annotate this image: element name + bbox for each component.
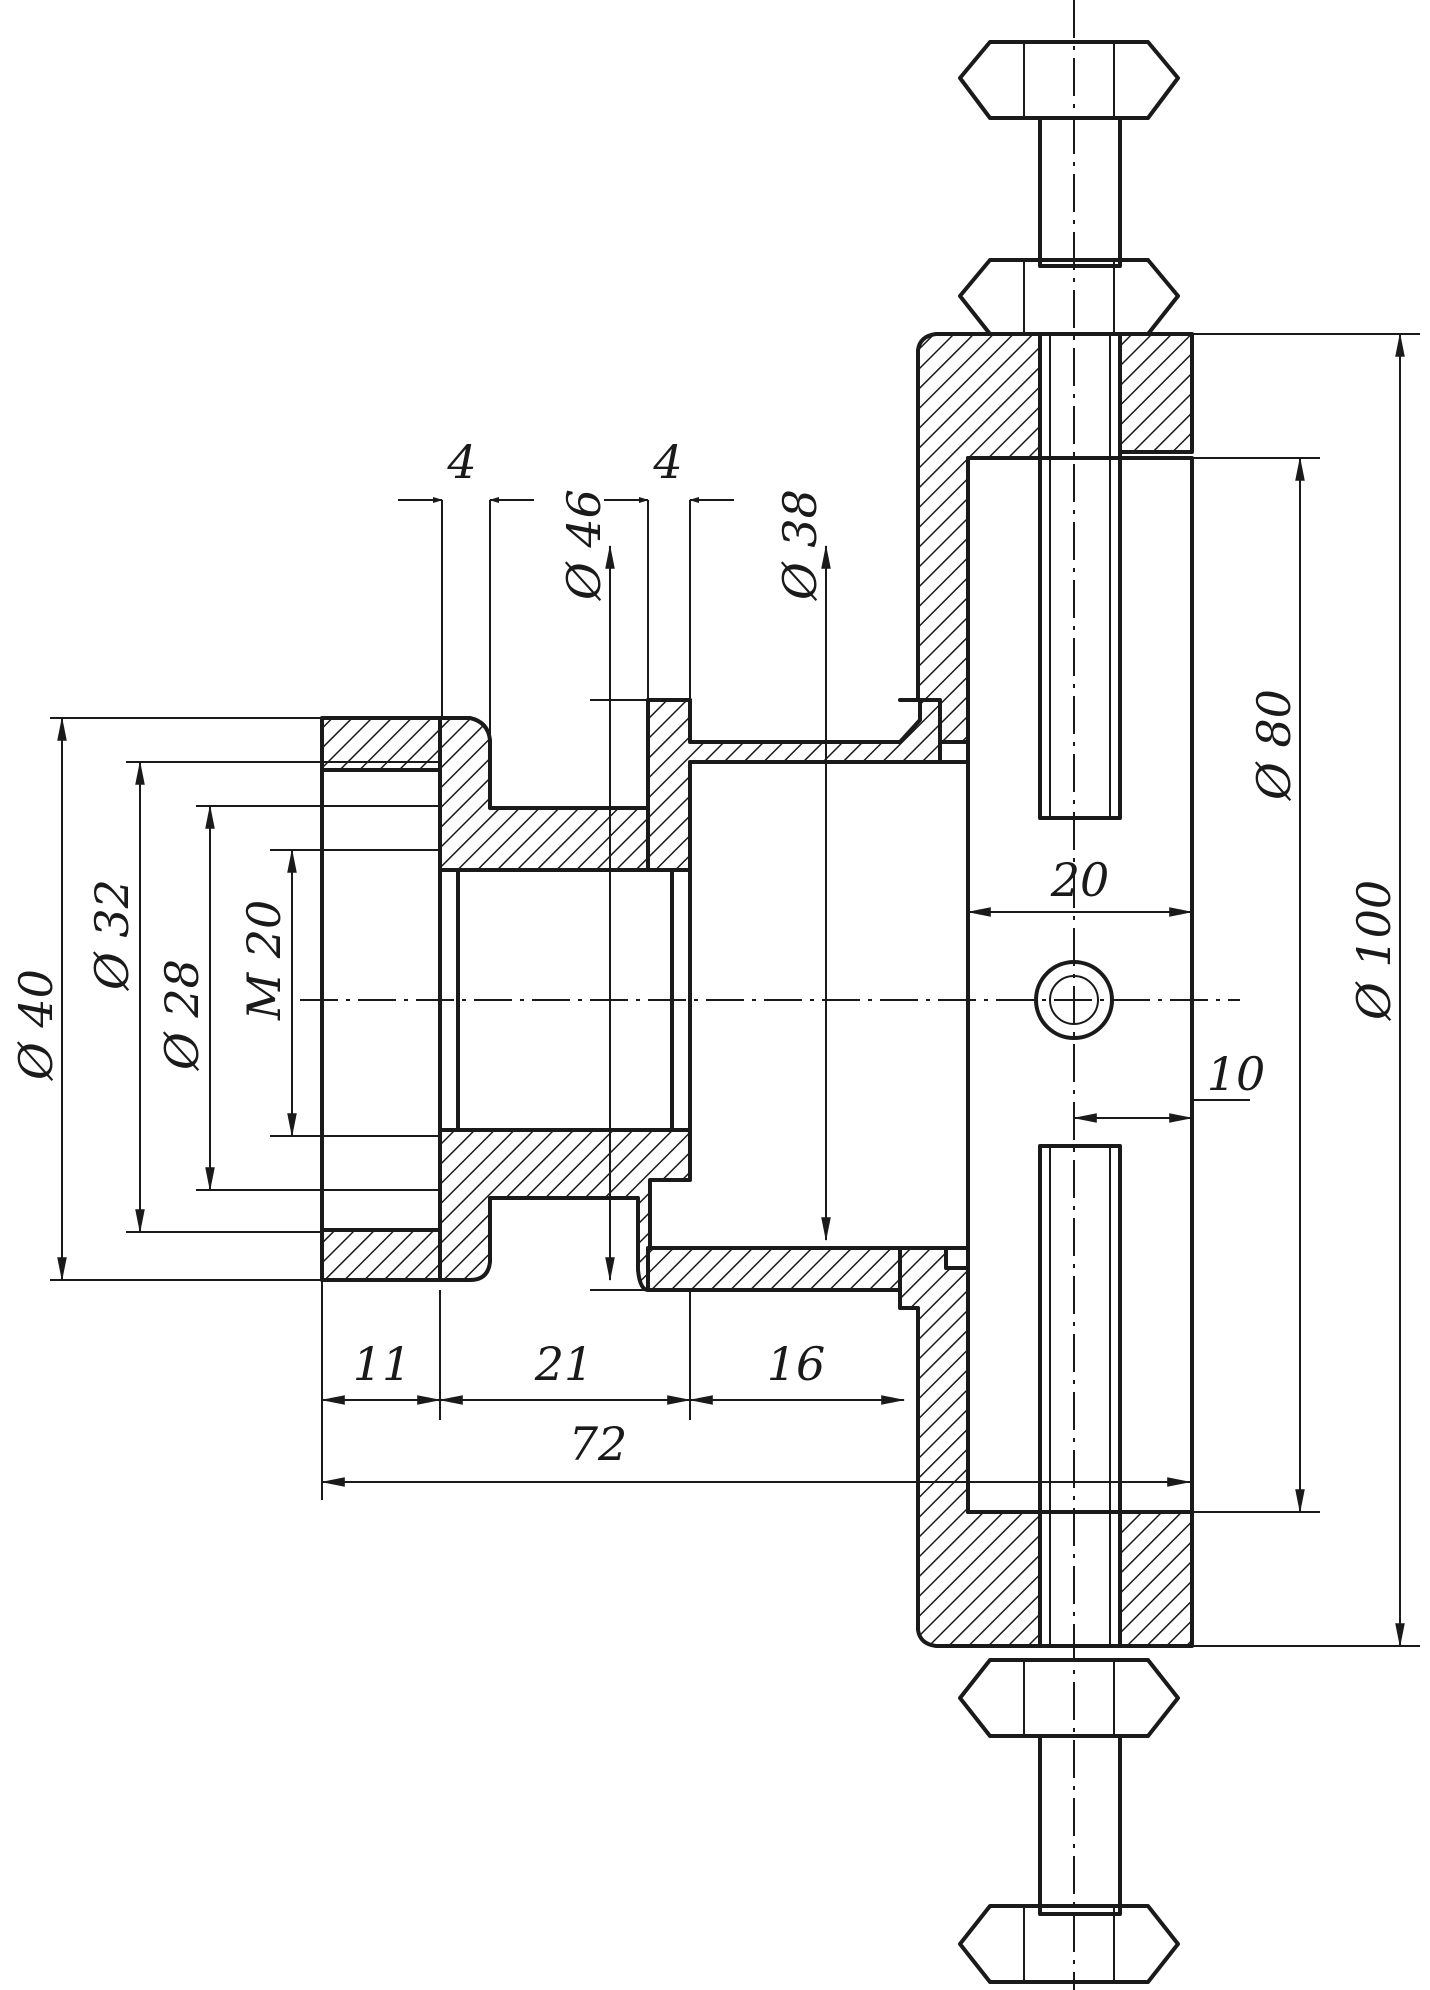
nut-top-inner [958, 258, 1180, 336]
dim-dia-46: Ø 46 [557, 489, 611, 601]
dim-72: 72 [569, 1417, 628, 1471]
dim-16: 16 [767, 1337, 826, 1391]
nut-bottom-outer [958, 1904, 1180, 1984]
hub-outlines [320, 456, 1194, 1514]
section-upper [320, 332, 1194, 872]
small-flange-lower [320, 1228, 442, 1282]
bolt-upper [958, 40, 1180, 820]
bolt-lower [958, 1144, 1180, 1984]
nut-bottom-inner [958, 1658, 1180, 1738]
dim-4-left: 4 [446, 435, 476, 489]
flange-boss-lower [1118, 1510, 1194, 1648]
dim-20: 20 [1050, 853, 1110, 907]
dim-dia-38: Ø 38 [773, 489, 827, 601]
dim-thread-m20: M 20 [237, 900, 291, 1021]
hub-wall-lower [646, 1246, 902, 1292]
dim-dia-100: Ø 100 [1347, 880, 1401, 1021]
nut-top-outer [958, 40, 1180, 120]
flange-boss-upper [1118, 332, 1194, 454]
threaded-hole [1034, 960, 1114, 1040]
dim-21: 21 [534, 1337, 594, 1391]
dim-dia-80: Ø 80 [1247, 689, 1301, 801]
dim-4-right: 4 [652, 435, 682, 489]
bolt-shank-lower [1038, 1734, 1122, 1916]
dim-dia-40: Ø 40 [9, 969, 63, 1081]
dim-dia-28: Ø 28 [155, 959, 209, 1071]
dim-10: 10 [1207, 1047, 1266, 1101]
bolt-stud-lower [1038, 1144, 1122, 1648]
dimension-lines [50, 332, 1420, 1648]
dim-11: 11 [353, 1337, 412, 1391]
dimension-labels: 4 4 Ø 46 Ø 38 Ø 80 Ø 100 Ø 40 Ø 32 Ø 28 … [9, 435, 1401, 1471]
bolt-shank-upper [1038, 116, 1122, 268]
bolt-stud-upper [1038, 332, 1122, 820]
dim-dia-32: Ø 32 [85, 879, 139, 991]
hub-wall-upper [646, 698, 942, 872]
section-lower [320, 1128, 1194, 1648]
